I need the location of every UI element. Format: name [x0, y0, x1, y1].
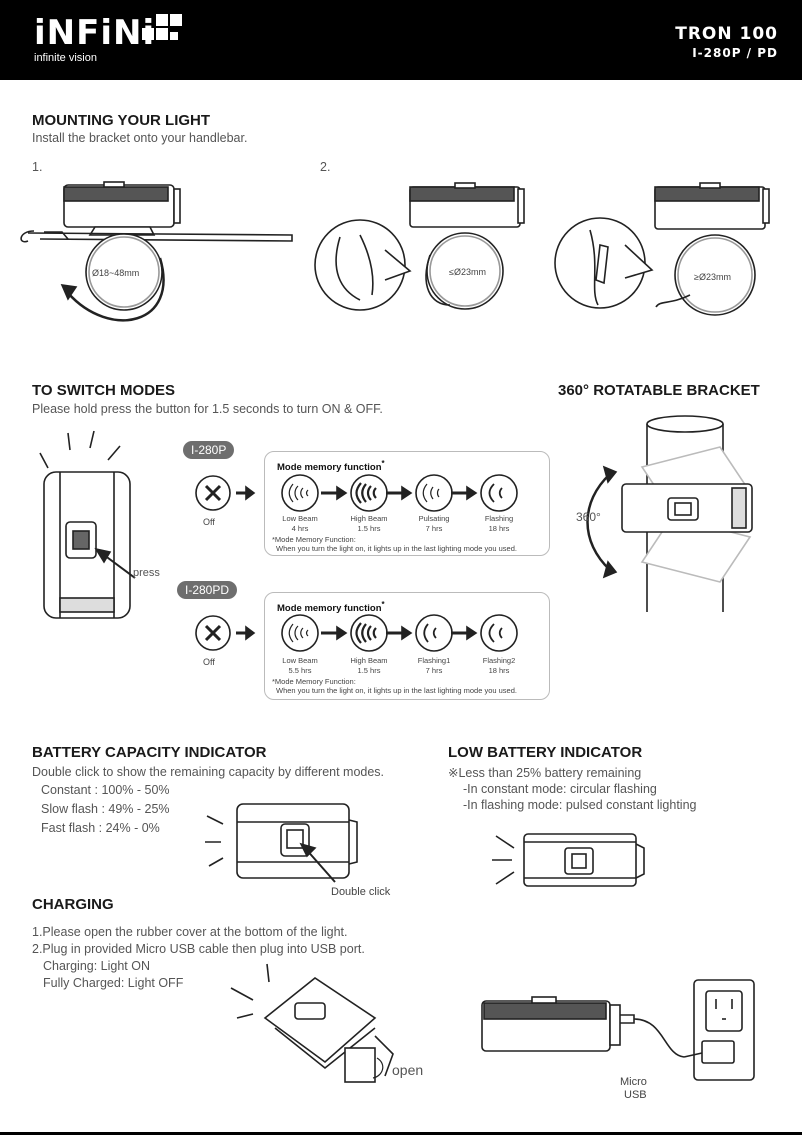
header-bar: iNFiNi infinite vision TRON 100 I-280P /…: [0, 0, 802, 80]
press-label: press: [133, 567, 160, 579]
mode-pd-1-name: Low Beam: [282, 656, 318, 665]
size-range-label: Ø18~48mm: [92, 268, 140, 278]
double-click-label: Double click: [331, 886, 391, 898]
rotatable-title: 360° ROTATABLE BRACKET: [558, 382, 760, 399]
mounting-illustrations: [20, 181, 770, 322]
low-battery-line2: -In constant mode: circular flashing: [463, 782, 657, 796]
mounting-step1: 1.: [32, 160, 43, 174]
mounting-desc: Install the bracket onto your handlebar.: [32, 131, 248, 145]
mode-pd-3-time: 7 hrs: [425, 666, 443, 675]
light-front-illustration: [39, 430, 136, 619]
modes-desc: Please hold press the button for 1.5 sec…: [32, 402, 383, 416]
off-label-p: Off: [203, 517, 215, 527]
battery-slow-flash: Slow flash : 49% - 25%: [41, 802, 170, 816]
off-label-pd: Off: [203, 657, 215, 667]
mode-p-2-time: 1.5 hrs: [357, 524, 381, 533]
battery-fast-flash: Fast flash : 24% - 0%: [41, 821, 160, 835]
mode-box-pd: [264, 592, 550, 700]
rotatable-bracket-illustration: [586, 415, 753, 612]
memory-note1-pd: *Mode Memory Function:: [272, 677, 356, 686]
memory-note2-pd: When you turn the light on, it lights up…: [276, 686, 517, 695]
battery-constant: Constant : 100% - 50%: [41, 783, 170, 797]
mode-icons-pd: [195, 614, 518, 652]
logo-text: iNFiNi: [34, 13, 156, 53]
micro-label: Micro: [620, 1076, 647, 1088]
brand-logo: iNFiNi infinite vision: [34, 16, 155, 64]
mode-box-p: [264, 451, 550, 556]
mode-p-3-name: Pulsating: [418, 514, 450, 523]
model-name: TRON 100 I-280P / PD: [675, 24, 778, 60]
rotate-angle-label: 360°: [576, 510, 601, 524]
mode-p-1-name: Low Beam: [282, 514, 318, 523]
modes-title: TO SWITCH MODES: [32, 382, 176, 399]
variant-p-badge: I-280P: [183, 441, 235, 459]
logo-squares-icon: [142, 14, 182, 54]
open-label: open: [392, 1062, 424, 1078]
mode-pd-1-time: 5.5 hrs: [288, 666, 312, 675]
low-battery-title: LOW BATTERY INDICATOR: [448, 744, 643, 761]
variant-pd-badge: I-280PD: [177, 581, 238, 599]
size-large-label: ≥Ø23mm: [694, 272, 731, 282]
mode-pd-4-name: Flashing2: [482, 656, 516, 665]
usb-label: USB: [624, 1089, 647, 1101]
mode-pd-2-name: High Beam: [350, 656, 388, 665]
logo-tagline: infinite vision: [34, 52, 97, 64]
memory-title-pd: Mode memory function*: [277, 600, 385, 615]
mounting-step2: 2.: [320, 160, 331, 174]
charging-title: CHARGING: [32, 896, 114, 913]
battery-light-illustration: [205, 803, 358, 883]
charging-line2: 2.Plug in provided Micro USB cable then …: [32, 942, 365, 956]
mode-p-4-name: Flashing: [484, 514, 514, 523]
model-title: TRON 100: [675, 24, 778, 44]
low-battery-light-illustration: [492, 833, 645, 887]
low-battery-line1: ※Less than 25% battery remaining: [448, 766, 642, 780]
charging-line1: 1.Please open the rubber cover at the bo…: [32, 925, 348, 939]
low-battery-line3: -In flashing mode: pulsed constant light…: [463, 798, 697, 812]
mode-pd-4-time: 18 hrs: [488, 666, 510, 675]
memory-note2-p: When you turn the light on, it lights up…: [276, 544, 517, 553]
mode-p-4-time: 18 hrs: [488, 524, 510, 533]
bottom-rule: [0, 1132, 802, 1135]
charging-line4: Fully Charged: Light OFF: [43, 976, 184, 990]
mode-p-1-time: 4 hrs: [291, 524, 309, 533]
memory-note1-p: *Mode Memory Function:: [272, 535, 356, 544]
charging-usb-illustration: [481, 979, 755, 1081]
mode-p-3-time: 7 hrs: [425, 524, 443, 533]
mounting-title: MOUNTING YOUR LIGHT: [32, 112, 211, 129]
mode-icons-p: [195, 474, 518, 512]
battery-title: BATTERY CAPACITY INDICATOR: [32, 744, 267, 761]
charging-light-illustration: [230, 963, 394, 1083]
mode-p-2-name: High Beam: [350, 514, 388, 523]
size-small-label: ≤Ø23mm: [449, 267, 486, 277]
mode-pd-3-name: Flashing1: [417, 656, 451, 665]
model-subtitle: I-280P / PD: [692, 46, 778, 60]
memory-title-p: Mode memory function*: [277, 459, 385, 474]
battery-desc: Double click to show the remaining capac…: [32, 765, 385, 779]
mode-pd-2-time: 1.5 hrs: [357, 666, 381, 675]
charging-line3: Charging: Light ON: [43, 959, 151, 973]
